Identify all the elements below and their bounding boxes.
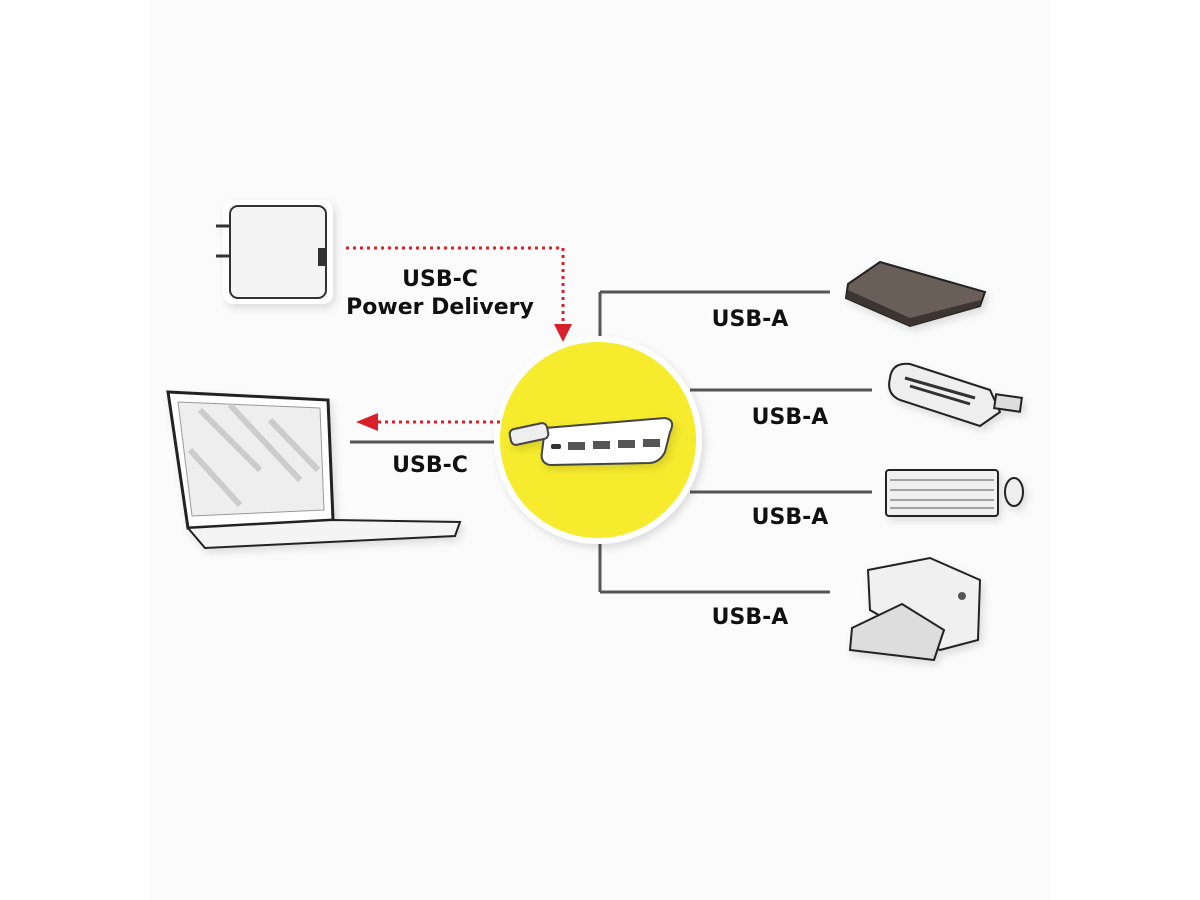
power-delivery-label: USB-C Power Delivery [340,266,540,322]
power-delivery-arrow [346,246,572,431]
usb-hub-icon [508,416,674,467]
laptop-connection-label: USB-C [392,453,468,478]
hdd-connection-label: USB-A [711,307,789,332]
printer-connection-label: USB-A [711,605,789,630]
card-reader-icon [888,362,1023,428]
keyboard-and-mouse-icon [885,469,1024,517]
power-adapter-icon [216,200,333,304]
card-reader-connection-label: USB-A [751,405,829,430]
keyboard-connection-label: USB-A [751,505,829,530]
laptop-icon [166,390,462,550]
power-label-line1: USB-C [402,267,478,292]
power-label-line2: Power Delivery [346,295,534,320]
external-hard-drive-icon [844,260,987,328]
printer-icon [848,556,982,662]
